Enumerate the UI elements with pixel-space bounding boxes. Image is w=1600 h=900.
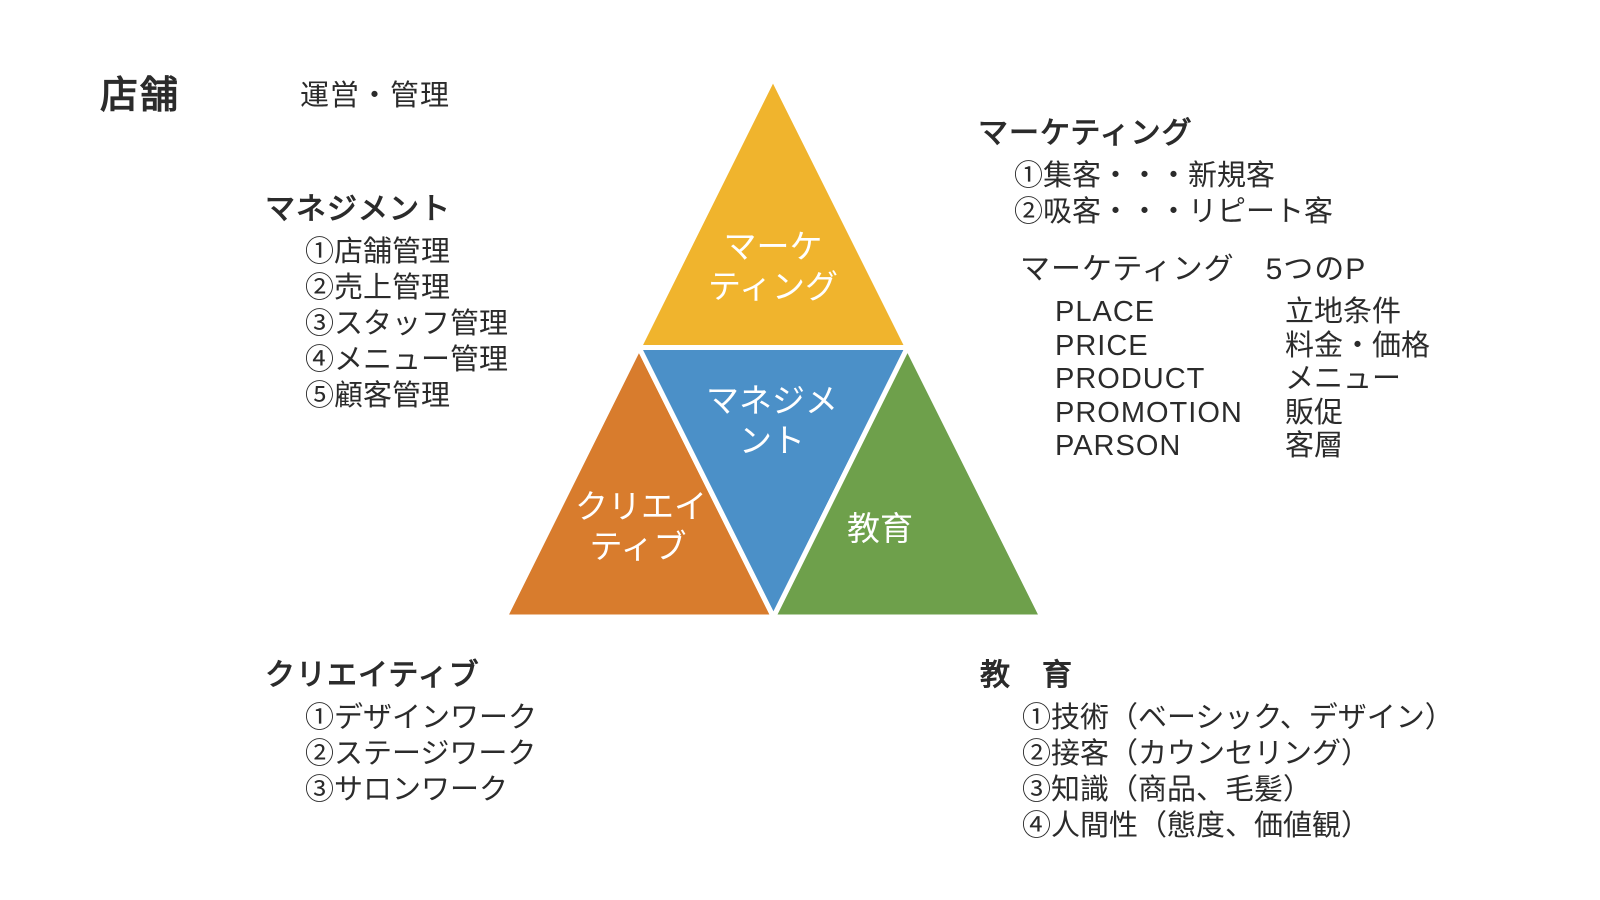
- section-creative-heading: クリエイティブ: [265, 659, 480, 692]
- list-item: ②接客（カウンセリング）: [1022, 738, 1371, 770]
- list-item: ②吸客・・・リピート客: [1014, 196, 1334, 228]
- five-p-definition: メニュー: [1285, 363, 1402, 395]
- five-p-row: PARSON 客層: [1055, 430, 1430, 464]
- pyramid-label-creative-line2: ティブ: [589, 528, 686, 565]
- pyramid-label-marketing-line2: ティング: [708, 268, 838, 305]
- list-item: ②ステージワーク: [305, 738, 537, 770]
- pyramid-label-management-line2: ント: [739, 422, 805, 459]
- section-five-p-heading: マーケティング 5つのP: [1020, 253, 1367, 286]
- section-education: 教 育 ①技術（ベーシック、デザイン） ②接客（カウンセリング） ③知識（商品、…: [980, 658, 1454, 844]
- pyramid-label-education: 教育: [847, 510, 913, 547]
- section-marketing: マーケティング ①集客・・・新規客 ②吸客・・・リピート客: [978, 116, 1333, 230]
- five-p-term: PRODUCT: [1055, 363, 1206, 395]
- section-creative-items: ①デザインワーク ②ステージワーク ③サロンワーク: [305, 700, 537, 808]
- pyramid-label-marketing-line1: マーケ: [724, 228, 823, 265]
- five-p-definition: 料金・価格: [1285, 329, 1431, 362]
- section-management: マネジメント ①店舗管理 ②売上管理 ③スタッフ管理 ④メニュー管理 ⑤顧客管理: [265, 192, 508, 414]
- list-item: ①店舗管理: [305, 236, 451, 268]
- list-item: ③スタッフ管理: [305, 308, 509, 340]
- list-item: ④人間性（態度、価値観）: [1022, 810, 1371, 842]
- five-p-term: PRICE: [1055, 329, 1149, 362]
- pyramid-label-creative-line1: クリエイ: [575, 488, 707, 525]
- pyramid-segment-education: [771, 345, 1045, 620]
- list-item: ②売上管理: [305, 272, 451, 304]
- list-item: ④メニュー管理: [305, 344, 509, 376]
- five-p-row: PLACE 立地条件: [1055, 296, 1430, 330]
- list-item: ③知識（商品、毛髪）: [1022, 774, 1313, 806]
- five-p-row: PROMOTION 販促: [1055, 397, 1430, 431]
- page-subtitle: 運営・管理: [300, 80, 451, 112]
- section-management-items: ①店舗管理 ②売上管理 ③スタッフ管理 ④メニュー管理 ⑤顧客管理: [305, 234, 508, 414]
- section-marketing-items: ①集客・・・新規客 ②吸客・・・リピート客: [1014, 158, 1333, 230]
- section-marketing-heading: マーケティング: [978, 117, 1193, 150]
- pyramid-label-management-line1: マネジメ: [706, 382, 838, 419]
- pyramid-segment-marketing: [636, 75, 910, 350]
- list-item: ①集客・・・新規客: [1014, 160, 1276, 192]
- five-p-definition: 立地条件: [1285, 296, 1402, 328]
- section-education-items: ①技術（ベーシック、デザイン） ②接客（カウンセリング） ③知識（商品、毛髪） …: [1022, 700, 1454, 844]
- five-p-definition: 客層: [1285, 430, 1344, 462]
- list-item: ①デザインワーク: [305, 702, 538, 734]
- five-p-term: PARSON: [1055, 430, 1182, 462]
- list-item: ⑤顧客管理: [305, 380, 451, 412]
- section-creative: クリエイティブ ①デザインワーク ②ステージワーク ③サロンワーク: [265, 658, 537, 808]
- five-p-definition: 販促: [1285, 396, 1344, 429]
- list-item: ③サロンワーク: [305, 774, 509, 806]
- section-education-heading: 教 育: [980, 659, 1073, 692]
- section-management-heading: マネジメント: [265, 193, 451, 226]
- five-p-rows: PLACE 立地条件 PRICE 料金・価格 PRODUCT メニュー PROM…: [1055, 296, 1430, 464]
- five-p-row: PRODUCT メニュー: [1055, 363, 1430, 397]
- list-item: ①技術（ベーシック、デザイン）: [1022, 702, 1454, 734]
- five-p-row: PRICE 料金・価格: [1055, 330, 1430, 364]
- page-title: 店舗: [100, 75, 181, 117]
- five-p-term: PLACE: [1055, 296, 1156, 328]
- section-five-p: マーケティング 5つのP PLACE 立地条件 PRICE 料金・価格 PROD…: [1020, 252, 1430, 464]
- five-p-term: PROMOTION: [1055, 396, 1243, 429]
